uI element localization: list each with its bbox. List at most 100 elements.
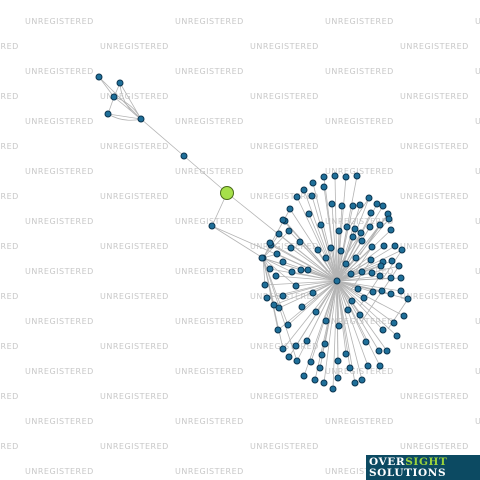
network-node[interactable] [362, 338, 370, 346]
network-node[interactable] [322, 254, 330, 262]
network-node[interactable] [296, 238, 304, 246]
network-node[interactable] [380, 242, 388, 250]
network-node[interactable] [303, 337, 311, 345]
network-node[interactable] [320, 379, 328, 387]
network-node[interactable] [275, 230, 283, 238]
network-node[interactable] [284, 321, 292, 329]
network-node[interactable] [285, 227, 293, 235]
network-node[interactable] [305, 210, 313, 218]
network-node[interactable] [387, 290, 395, 298]
network-node[interactable] [334, 374, 342, 382]
network-node[interactable] [328, 200, 336, 208]
network-node[interactable] [261, 281, 269, 289]
network-node[interactable] [379, 326, 387, 334]
network-node[interactable] [274, 326, 282, 334]
network-node[interactable] [300, 372, 308, 380]
network-node[interactable] [137, 115, 145, 123]
network-node[interactable] [317, 221, 325, 229]
network-node[interactable] [309, 289, 317, 297]
network-node[interactable] [266, 265, 274, 273]
network-node[interactable] [368, 243, 376, 251]
network-node[interactable] [321, 340, 329, 348]
network-node[interactable] [286, 205, 294, 213]
network-node[interactable] [391, 242, 399, 250]
network-node[interactable] [180, 152, 188, 160]
network-node[interactable] [349, 233, 357, 241]
network-node[interactable] [387, 226, 395, 234]
network-node[interactable] [300, 186, 308, 194]
network-node[interactable] [285, 353, 293, 361]
network-node[interactable] [273, 250, 281, 258]
network-node[interactable] [379, 202, 387, 210]
network-node[interactable] [395, 262, 403, 270]
network-node[interactable] [316, 364, 324, 372]
network-node[interactable] [279, 292, 287, 300]
network-node[interactable] [320, 183, 328, 191]
network-node[interactable] [367, 209, 375, 217]
network-node[interactable] [369, 288, 377, 296]
network-node[interactable] [357, 229, 365, 237]
network-node[interactable] [288, 268, 296, 276]
network-node[interactable] [347, 270, 355, 278]
network-node[interactable] [309, 179, 317, 187]
network-node[interactable] [404, 295, 412, 303]
network-node[interactable] [366, 223, 374, 231]
network-node[interactable] [385, 215, 393, 223]
network-node[interactable] [348, 297, 356, 305]
network-node[interactable] [104, 110, 112, 118]
network-node[interactable] [312, 308, 320, 316]
network-node[interactable] [377, 262, 385, 270]
network-node[interactable] [376, 221, 384, 229]
network-node[interactable] [308, 192, 316, 200]
network-node[interactable] [333, 277, 341, 285]
network-node[interactable] [398, 246, 406, 254]
network-node[interactable] [354, 285, 362, 293]
network-node[interactable] [297, 266, 305, 274]
network-node[interactable] [400, 312, 408, 320]
network-node[interactable] [351, 225, 359, 233]
network-node[interactable] [95, 73, 103, 81]
network-node[interactable] [373, 200, 381, 208]
network-node[interactable] [292, 342, 300, 350]
network-node[interactable] [397, 274, 405, 282]
network-node[interactable] [353, 172, 361, 180]
network-node[interactable] [335, 227, 343, 235]
network-node[interactable] [334, 357, 342, 365]
network-node[interactable] [378, 287, 386, 295]
network-node[interactable] [364, 362, 372, 370]
network-node[interactable] [397, 287, 405, 295]
network-node[interactable] [329, 385, 337, 393]
network-node[interactable] [327, 244, 335, 252]
network-node[interactable] [275, 304, 283, 312]
network-node[interactable] [358, 237, 366, 245]
network-node[interactable] [376, 272, 384, 280]
network-node[interactable] [335, 322, 343, 330]
network-node[interactable] [388, 257, 396, 265]
network-node[interactable] [322, 317, 330, 325]
network-node[interactable] [287, 244, 295, 252]
network-node[interactable] [358, 268, 366, 276]
network-node[interactable] [311, 376, 319, 384]
network-node[interactable] [346, 364, 354, 372]
network-node[interactable] [352, 254, 360, 262]
network-node[interactable] [293, 193, 301, 201]
network-node[interactable] [331, 172, 339, 180]
network-node[interactable] [342, 350, 350, 358]
network-node[interactable] [393, 332, 401, 340]
network-node[interactable] [208, 222, 216, 230]
network-node[interactable] [360, 294, 368, 302]
network-node[interactable] [279, 258, 287, 266]
network-node[interactable] [351, 379, 359, 387]
network-node[interactable] [356, 311, 364, 319]
network-node[interactable] [110, 93, 118, 101]
network-node[interactable] [304, 266, 312, 274]
network-node[interactable] [279, 216, 287, 224]
network-node[interactable] [349, 202, 357, 210]
network-node[interactable] [358, 376, 366, 384]
network-node[interactable] [367, 256, 375, 264]
network-node[interactable] [320, 173, 328, 181]
network-node[interactable] [314, 246, 322, 254]
network-node[interactable] [343, 223, 351, 231]
network-node[interactable] [344, 306, 352, 314]
network-node[interactable] [318, 351, 326, 359]
